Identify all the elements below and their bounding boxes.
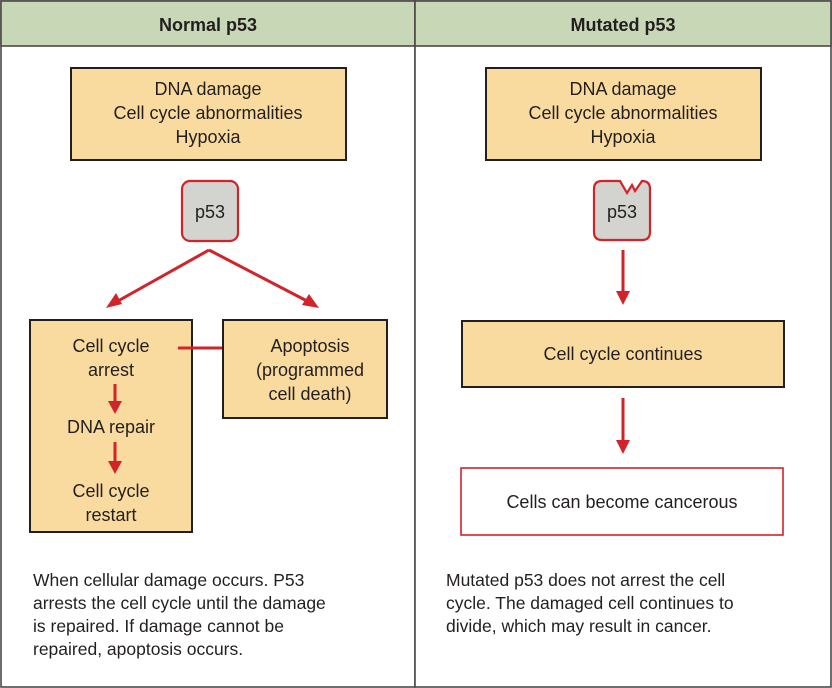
- mutated-header-bar: [414, 0, 832, 47]
- mutated-trigger-line-1: DNA damage: [569, 79, 676, 99]
- apoptosis-box: [222, 319, 388, 419]
- normal-panel: Normal p53 DNA damage Cell cycle abnorma…: [0, 0, 416, 688]
- apoptosis-line-3: cell death): [268, 384, 351, 404]
- apoptosis-line-1: Apoptosis: [270, 336, 349, 356]
- normal-caption-line-2: arrests the cell cycle until the damage: [33, 593, 326, 613]
- cancerous-box: [460, 467, 784, 536]
- branch-arrow-left: [117, 248, 210, 303]
- normal-trigger-box: [70, 67, 347, 161]
- normal-caption-line-1: When cellular damage occurs. P53: [33, 570, 304, 590]
- branch-arrow-left-head: [106, 293, 122, 308]
- normal-trigger-line-3: Hypoxia: [175, 127, 241, 147]
- mutated-caption-line-1: Mutated p53 does not arrest the cell: [446, 570, 725, 590]
- p53-to-continues-arrow-head: [616, 291, 630, 305]
- normal-caption-line-3: is repaired. If damage cannot be: [33, 616, 284, 636]
- mutated-trigger-line-2: Cell cycle abnormalities: [528, 103, 717, 123]
- mutated-panel: Mutated p53 DNA damage Cell cycle abnorm…: [414, 0, 832, 688]
- repair-to-restart-arrow-head: [108, 461, 122, 474]
- normal-trigger-line-1: DNA damage: [154, 79, 261, 99]
- continues-box: [461, 320, 785, 388]
- mutated-trigger-box: [485, 67, 762, 161]
- repair-label: DNA repair: [67, 417, 155, 437]
- normal-header-title: Normal p53: [159, 15, 257, 35]
- normal-header-bar: [0, 0, 416, 47]
- arrest-repair-restart-box: [29, 319, 193, 533]
- restart-line-2: restart: [85, 505, 136, 525]
- normal-p53-box: [180, 179, 240, 243]
- branch-arrow-right-head: [302, 294, 319, 308]
- mutated-caption-line-2: cycle. The damaged cell continues to: [446, 593, 734, 613]
- mutated-header-title: Mutated p53: [570, 15, 675, 35]
- arrest-line-1: Cell cycle: [72, 336, 149, 356]
- mutated-p53-label: p53: [607, 202, 637, 222]
- normal-p53-label: p53: [195, 202, 225, 222]
- continues-label: Cell cycle continues: [543, 344, 702, 364]
- mutated-p53-box: [592, 179, 652, 242]
- arrest-to-repair-arrow-head: [108, 401, 122, 414]
- branch-arrow-right: [208, 248, 308, 303]
- normal-branch-arrows: [106, 248, 319, 308]
- continues-to-cancerous-arrow-head: [616, 440, 630, 454]
- cancerous-label: Cells can become cancerous: [506, 492, 737, 512]
- mutated-trigger-line-3: Hypoxia: [590, 127, 656, 147]
- normal-caption-line-4: repaired, apoptosis occurs.: [33, 639, 243, 659]
- apoptosis-line-2: (programmed: [256, 360, 364, 380]
- restart-line-1: Cell cycle: [72, 481, 149, 501]
- arrest-line-2: arrest: [88, 360, 134, 380]
- mutated-caption-line-3: divide, which may result in cancer.: [446, 616, 712, 636]
- normal-trigger-line-2: Cell cycle abnormalities: [113, 103, 302, 123]
